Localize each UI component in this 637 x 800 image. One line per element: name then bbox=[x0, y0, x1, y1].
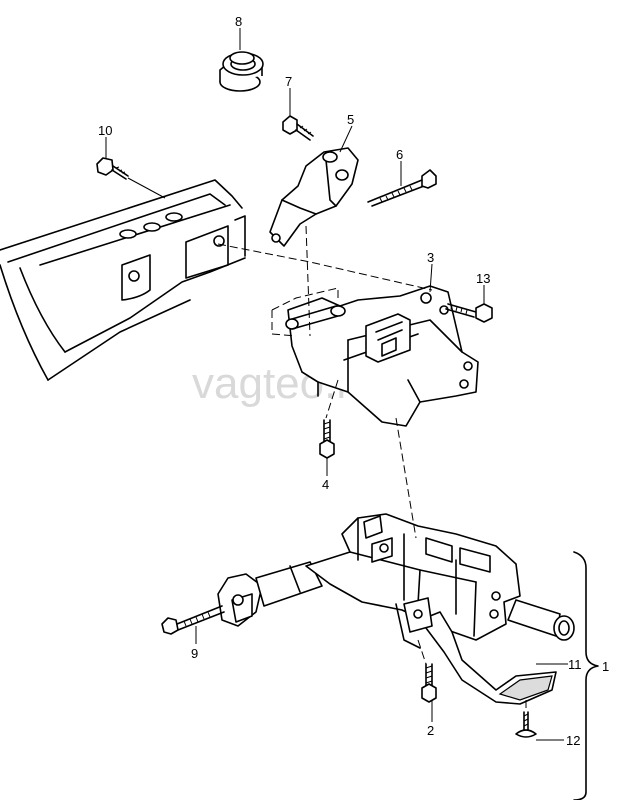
part-5-bracket bbox=[269, 147, 359, 247]
callout-2: 2 bbox=[427, 723, 434, 738]
part-6-bolt bbox=[367, 169, 437, 207]
callout-9: 9 bbox=[191, 646, 198, 661]
callout-4: 4 bbox=[322, 477, 329, 492]
callout-8: 8 bbox=[235, 14, 242, 29]
cross-member-beam bbox=[0, 179, 246, 381]
part-12-screw bbox=[515, 711, 537, 738]
part-8-grommet bbox=[219, 51, 264, 92]
reference-line bbox=[271, 287, 339, 311]
callout-11: 11 bbox=[568, 657, 582, 672]
assembly-lines bbox=[217, 225, 527, 712]
part-3-mounting-bracket bbox=[285, 285, 479, 427]
callout-5: 5 bbox=[347, 112, 354, 127]
steering-column-assembly bbox=[217, 513, 575, 705]
part-7-bolt bbox=[282, 115, 314, 141]
part-2-bolt bbox=[421, 663, 437, 703]
callout-13: 13 bbox=[476, 271, 490, 286]
callout-7: 7 bbox=[285, 74, 292, 89]
part-4-bolt bbox=[319, 419, 335, 459]
assembly-brace bbox=[573, 551, 599, 800]
callout-10: 10 bbox=[98, 123, 112, 138]
callout-1: 1 bbox=[602, 659, 609, 674]
leader-lines bbox=[105, 28, 568, 741]
part-10-bolt bbox=[96, 157, 166, 199]
callout-3: 3 bbox=[427, 250, 434, 265]
part-9-bolt bbox=[161, 605, 225, 635]
callout-labels: 8 7 5 6 10 3 13 4 9 2 11 12 1 bbox=[98, 14, 609, 748]
reference-line bbox=[271, 310, 297, 337]
callout-12: 12 bbox=[566, 733, 580, 748]
callout-6: 6 bbox=[396, 147, 403, 162]
